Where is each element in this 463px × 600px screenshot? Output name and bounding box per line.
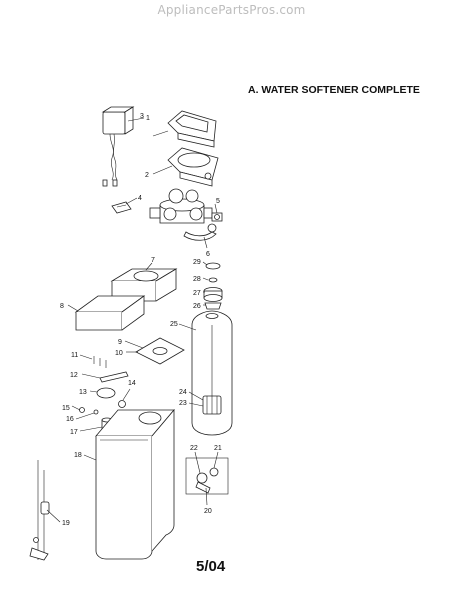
callout-4: 4	[138, 195, 142, 202]
part-tank-adapter[interactable]	[203, 287, 223, 302]
callout-8: 8	[60, 303, 64, 310]
callout-26: 26	[193, 303, 201, 310]
callout-labels: 1 2 3 4 5 6 7 8 9 10 11 12 13 14 15 16 1…	[60, 113, 222, 527]
part-resin-tank[interactable]	[191, 310, 233, 436]
callout-12: 12	[70, 372, 78, 379]
callout-14: 14	[128, 380, 136, 387]
callout-29: 29	[193, 259, 201, 266]
callout-23: 23	[179, 400, 187, 407]
callout-6: 6	[206, 251, 210, 258]
part-timer-housing[interactable]	[167, 147, 219, 187]
part-washer[interactable]	[93, 409, 99, 415]
part-screws[interactable]	[93, 356, 107, 368]
part-bracket[interactable]	[99, 371, 129, 383]
callout-21: 21	[214, 445, 222, 452]
callout-25: 25	[170, 321, 178, 328]
callout-24: 24	[179, 389, 187, 396]
page-code: 5/04	[196, 558, 226, 575]
part-transformer[interactable]	[101, 106, 135, 187]
part-distributor-collar[interactable]	[204, 302, 222, 310]
callout-27: 27	[193, 290, 201, 297]
part-salt-cabinet[interactable]	[95, 408, 175, 560]
part-control-faceplate[interactable]	[167, 110, 217, 148]
part-brine-valve[interactable]	[29, 460, 50, 561]
callout-7: 7	[151, 257, 155, 264]
watermark: AppliancePartsPros.com	[157, 3, 306, 17]
leader-lines	[46, 117, 219, 523]
callout-3: 3	[140, 113, 144, 120]
callout-13: 13	[79, 389, 87, 396]
callout-22: 22	[190, 445, 198, 452]
part-brine-plate[interactable]	[135, 337, 185, 365]
callout-20: 20	[204, 508, 212, 515]
callout-9: 9	[118, 339, 122, 346]
callout-2: 2	[145, 172, 149, 179]
callout-5: 5	[216, 198, 220, 205]
part-drain-clip[interactable]	[183, 223, 217, 241]
callout-16: 16	[66, 416, 74, 423]
callout-15: 15	[62, 405, 70, 412]
part-grommet[interactable]	[118, 400, 126, 408]
part-float-cap[interactable]	[96, 387, 116, 399]
part-o-ring-small[interactable]	[208, 277, 218, 283]
part-bypass-valve-group[interactable]	[185, 457, 229, 495]
section-title: A. WATER SOFTENER COMPLETE	[248, 84, 420, 96]
part-label-card[interactable]	[111, 201, 132, 214]
callout-19: 19	[62, 520, 70, 527]
part-lid-cover[interactable]	[74, 295, 146, 331]
callout-10: 10	[115, 350, 123, 357]
part-distributor-basket[interactable]	[202, 395, 222, 415]
callout-28: 28	[193, 276, 201, 283]
part-o-ring-large[interactable]	[205, 262, 221, 270]
part-clip[interactable]	[79, 407, 85, 413]
callout-1: 1	[146, 115, 150, 122]
callout-17: 17	[70, 429, 78, 436]
callout-11: 11	[71, 352, 78, 359]
part-valve-assembly[interactable]	[149, 188, 213, 224]
callout-18: 18	[74, 452, 82, 459]
part-bypass-fitting[interactable]	[211, 212, 223, 222]
